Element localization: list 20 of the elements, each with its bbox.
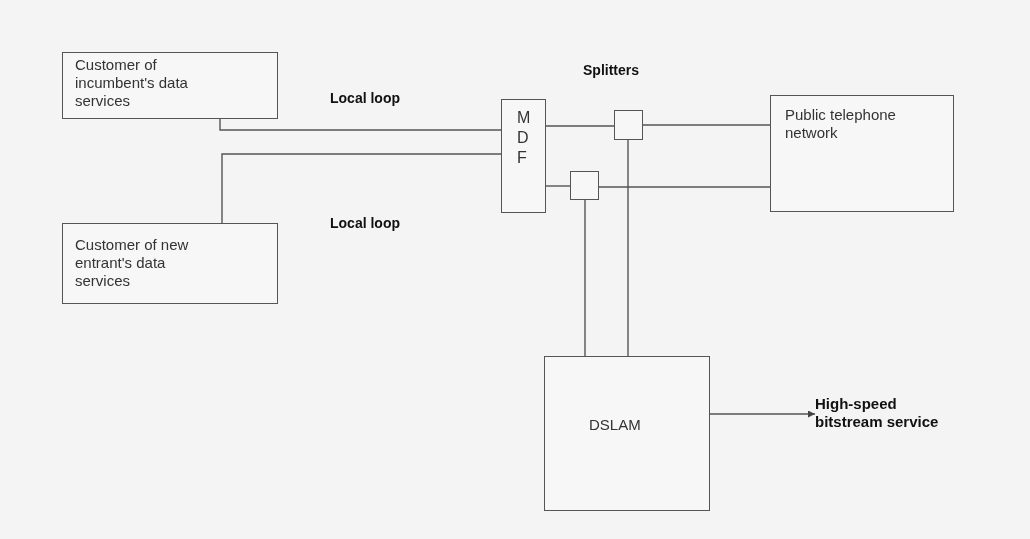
connector-line: [627, 139, 629, 357]
connector-line: [545, 185, 571, 187]
dslam-box: DSLAM: [544, 356, 710, 511]
splitters-label: Splitters: [583, 62, 639, 78]
link-label: Local loop: [330, 90, 400, 106]
customer-box: Customer of incumbent's data services: [62, 52, 278, 119]
connector-line: [642, 124, 771, 126]
connector-line: [584, 199, 586, 357]
splitter-box: [570, 171, 599, 200]
arrow: [709, 410, 816, 418]
link-label: Local loop: [330, 215, 400, 231]
network-box: Public telephone network: [770, 95, 954, 212]
connector-line: [221, 153, 502, 224]
customer-box: Customer of new entrant's data services: [62, 223, 278, 304]
connector-line: [545, 125, 615, 127]
output-label: High-speed bitstream service: [815, 395, 963, 437]
connector-line: [598, 186, 771, 188]
connector-line: [219, 118, 502, 131]
mdf-box: MDF: [501, 99, 546, 213]
splitter-box: [614, 110, 643, 140]
